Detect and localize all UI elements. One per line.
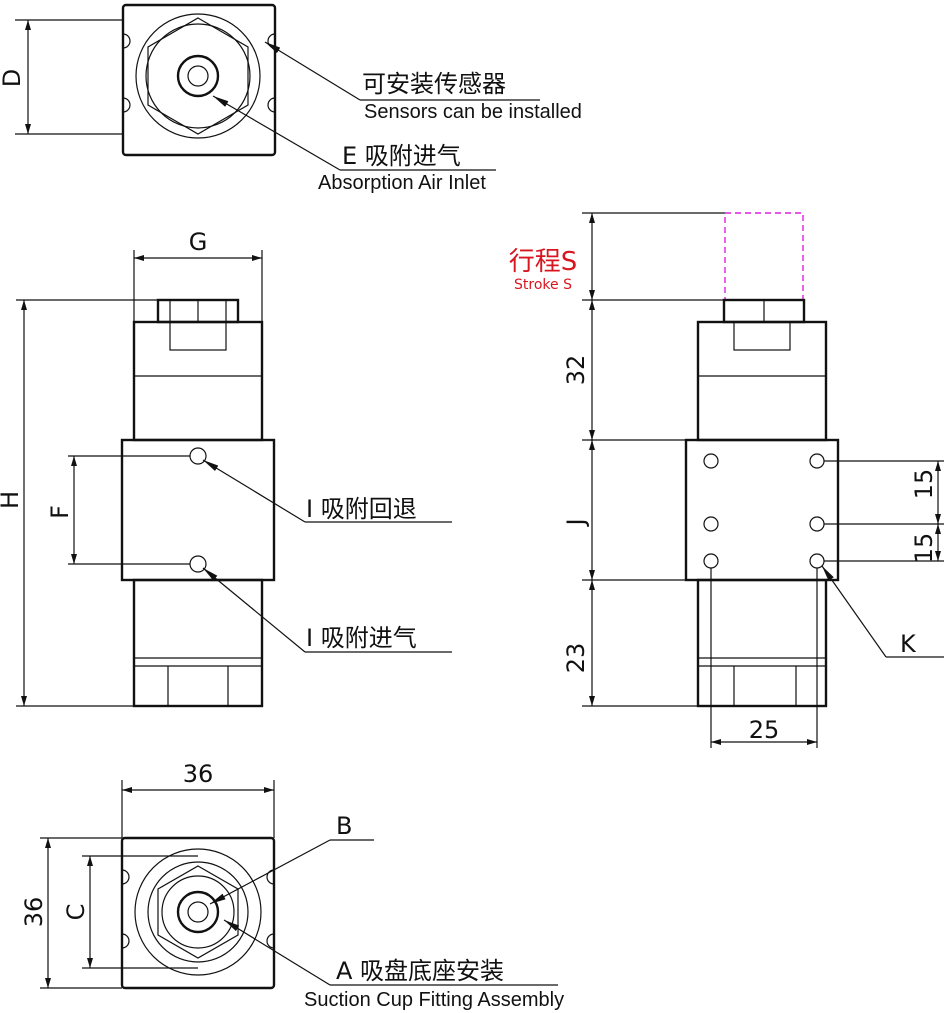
intake-leader <box>202 567 306 653</box>
side-main-block <box>684 438 840 582</box>
front-port-retract <box>189 447 207 465</box>
side-upper-body <box>696 320 828 442</box>
B-leader <box>209 839 331 905</box>
dim-32-label: 32 <box>562 355 590 386</box>
front-main-block <box>120 438 276 582</box>
retract-label: I 吸附回退 <box>306 495 417 523</box>
bottom-notches <box>121 869 275 949</box>
mount-label-cn: A 吸盘底座安装 <box>336 957 504 985</box>
front-lower-body <box>132 578 264 708</box>
inlet-label-cn: E 吸附进气 <box>342 142 461 170</box>
intake-label: I 吸附进气 <box>306 624 417 652</box>
top-notches <box>122 33 276 113</box>
K-leader <box>821 565 887 658</box>
bottom-inner-circle <box>161 875 235 949</box>
bottom-hex <box>157 865 239 959</box>
dim-15b-label: 15 <box>910 533 938 564</box>
bottom-outer-circle <box>134 848 262 976</box>
dim-D-label: D <box>0 69 26 87</box>
inlet-label-en: Absorption Air Inlet <box>318 172 486 194</box>
side-hole-2 <box>703 516 719 532</box>
dim-width-label: 36 <box>183 760 214 788</box>
dim-F-label: F <box>46 505 74 519</box>
top-mid-circle <box>145 23 251 129</box>
A-leader <box>223 919 331 986</box>
dim-15a-label: 15 <box>910 469 938 500</box>
dim-23-label: 23 <box>562 643 590 674</box>
bottom-body-outline <box>120 836 276 990</box>
side-view: 行程S Stroke S 32 J 23 15 15 K 25 <box>509 212 944 748</box>
dim-G-label: G <box>189 228 208 256</box>
stroke-extension-box <box>724 212 804 301</box>
inlet-leader <box>212 95 341 171</box>
dim-C-label: C <box>62 904 90 921</box>
mount-label-en: Suction Cup Fitting Assembly <box>304 989 564 1011</box>
side-hole-3 <box>703 553 719 569</box>
top-view: D 可安装传感器 Sensors can be installed E 吸附进气… <box>0 3 582 194</box>
top-port-outer <box>176 54 220 98</box>
front-upper-body <box>132 320 264 442</box>
bottom-port-inner <box>187 901 209 923</box>
sensor-label-cn: 可安装传感器 <box>362 70 506 98</box>
front-port-intake <box>189 555 207 573</box>
side-hole-6 <box>809 553 825 569</box>
sensor-leader <box>264 41 361 101</box>
sensor-label-en: Sensors can be installed <box>364 101 582 123</box>
side-hole-4 <box>809 453 825 469</box>
top-port-inner <box>187 65 209 87</box>
dim-H-label: H <box>0 491 24 509</box>
top-body-outline <box>121 3 277 157</box>
bottom-mid-circle <box>147 861 249 963</box>
stroke-label-cn: 行程S <box>509 247 578 277</box>
bottom-view: 36 36 C B A 吸盘底座安装 Suction Cup Fitting A… <box>20 760 564 1011</box>
front-view: G H F I 吸附回退 I 吸附进气 <box>0 228 452 708</box>
dim-height-label: 36 <box>20 897 48 928</box>
side-lower-body <box>696 578 828 708</box>
dim-25-label: 25 <box>749 716 780 744</box>
top-hex <box>147 17 249 135</box>
retract-leader <box>202 459 306 523</box>
bottom-port-outer <box>176 890 220 934</box>
stroke-label-en: Stroke S <box>514 277 572 293</box>
label-B: B <box>336 812 352 840</box>
label-K: K <box>900 630 917 658</box>
top-outer-circle <box>135 13 261 139</box>
dim-J-label: J <box>562 518 590 527</box>
side-hole-5 <box>809 516 825 532</box>
side-hole-1 <box>703 453 719 469</box>
